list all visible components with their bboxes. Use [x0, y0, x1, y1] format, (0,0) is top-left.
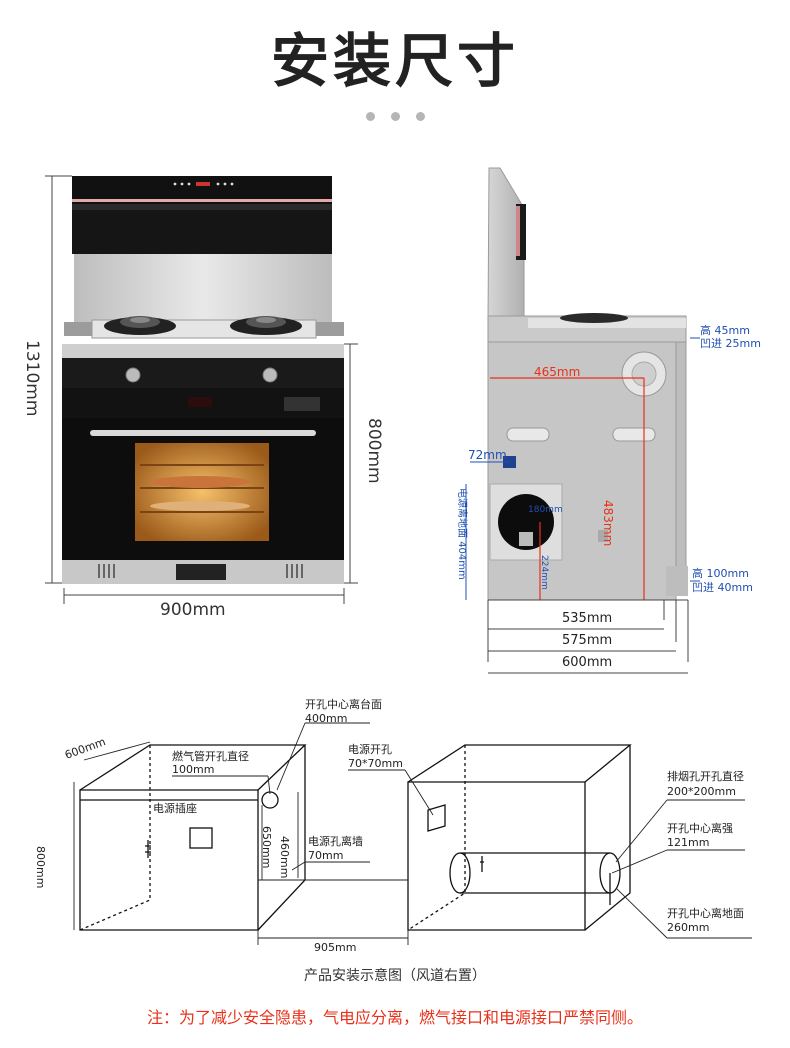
dia-gas-a: 燃气管开孔直径 — [172, 750, 249, 763]
dia-center-a: 开孔中心离台面 — [305, 698, 382, 711]
dot-2 — [390, 112, 400, 121]
dia-power-wall-b: 70mm — [308, 849, 344, 862]
page-title: 安装尺寸 — [270, 27, 519, 95]
dim-100-a: 高 100mm — [692, 567, 749, 580]
dia-center-wall-b: 121mm — [667, 836, 710, 849]
dim-45-a: 高 45mm — [700, 324, 750, 337]
dia-center-b: 400mm — [305, 712, 348, 725]
dia-460: 460mm — [278, 836, 291, 879]
dia-socket: 电源插座 — [153, 802, 197, 815]
dia-smoke-a: 排烟孔开孔直径 — [667, 770, 744, 783]
dia-power-hole-a: 电源开孔 — [348, 743, 392, 756]
dim-600: 600mm — [562, 655, 613, 670]
dot-1 — [365, 112, 375, 121]
dim-power: 电源离地面 404mm — [456, 488, 467, 580]
knob-right — [262, 367, 278, 383]
dim-224: 224mm — [539, 555, 549, 590]
burner-left — [104, 316, 176, 335]
dim-72: 72mm — [468, 448, 507, 462]
side-view — [465, 167, 700, 674]
dim-535: 535mm — [562, 611, 613, 626]
dia-800: 800mm — [34, 846, 47, 889]
dia-650: 650mm — [260, 826, 273, 869]
dia-power-wall-a: 电源孔离墙 — [308, 835, 363, 848]
front-width-label: 900mm — [160, 600, 226, 620]
dim-465: 465mm — [534, 365, 581, 379]
dia-center-wall-a: 开孔中心离强 — [667, 822, 733, 835]
install-diagram — [73, 722, 752, 945]
dim-45-b: 凹进 25mm — [700, 337, 761, 350]
oven-window — [135, 443, 269, 541]
dia-gas-b: 100mm — [172, 763, 215, 776]
dot-3 — [415, 112, 425, 121]
knob-left — [125, 367, 141, 383]
dim-575: 575mm — [562, 633, 613, 648]
dia-center-floor-b: 260mm — [667, 921, 710, 934]
oven-handle — [90, 430, 316, 436]
dia-smoke-b: 200*200mm — [667, 785, 736, 798]
burner-right — [230, 316, 302, 335]
oven-height-label: 800mm — [364, 418, 384, 484]
front-height-label: 1310mm — [22, 340, 42, 417]
backsplash — [74, 254, 332, 324]
dia-center-floor-a: 开孔中心离地面 — [667, 907, 744, 920]
dim-483: 483mm — [601, 500, 615, 547]
pagination-dots — [0, 112, 790, 121]
dim-100-b: 凹进 40mm — [692, 581, 753, 594]
dia-power-hole-b: 70*70mm — [348, 757, 403, 770]
hood-panel — [72, 204, 332, 254]
front-view — [45, 175, 358, 604]
knob-panel — [62, 358, 344, 388]
safety-note: 注：为了减少安全隐患，气电应分离，燃气接口和电源接口严禁同侧。 — [146, 1008, 643, 1027]
diagram-caption: 产品安装示意图（风道右置） — [304, 968, 486, 984]
dim-180: 180mm — [528, 505, 563, 515]
dia-905: 905mm — [314, 941, 357, 954]
